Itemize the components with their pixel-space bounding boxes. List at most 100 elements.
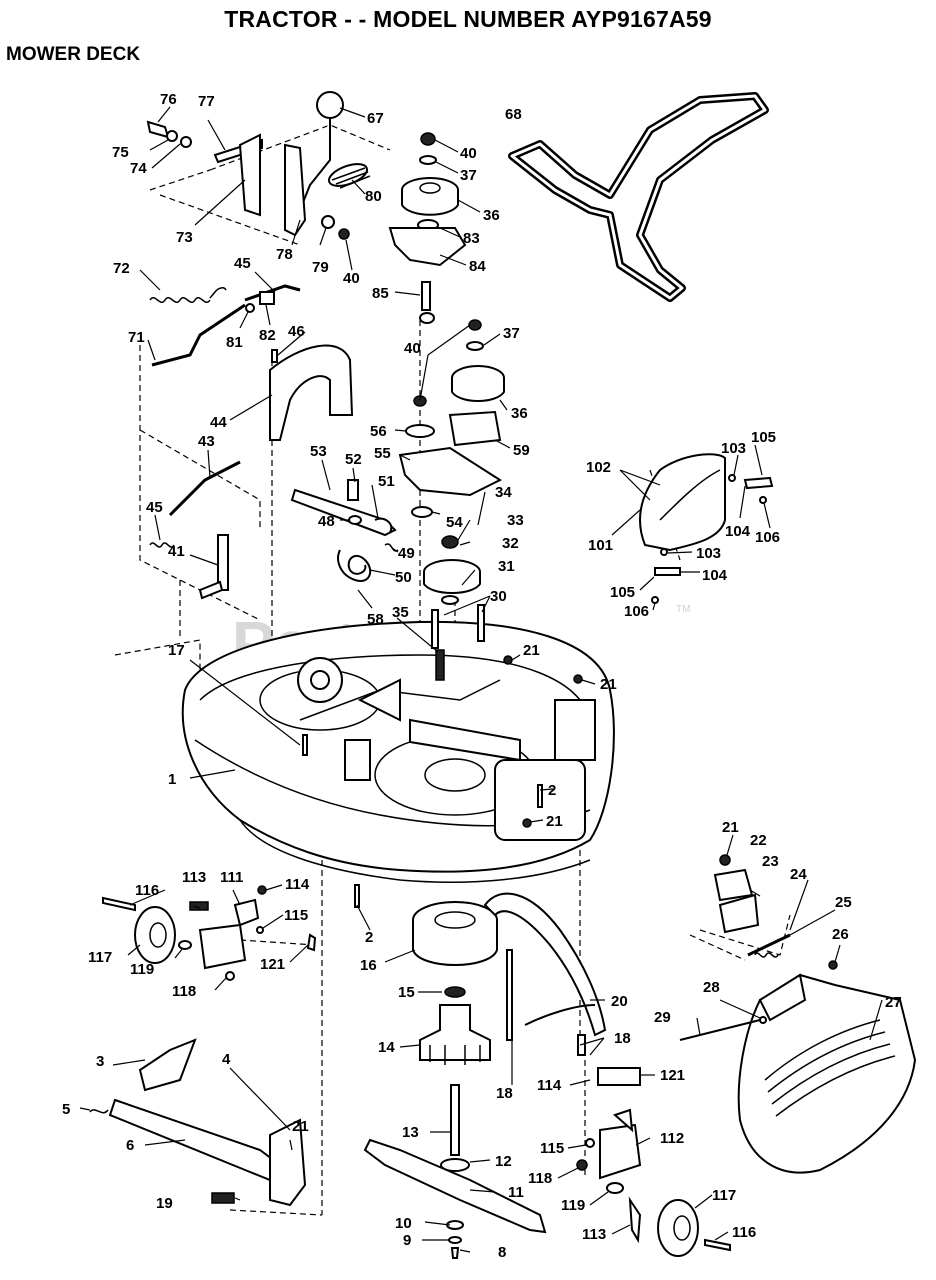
callout-16: 16	[360, 957, 377, 974]
callout-10: 10	[395, 1215, 412, 1232]
callout-32: 32	[502, 535, 519, 552]
callout-53: 53	[310, 443, 327, 460]
callout-27: 27	[885, 994, 902, 1011]
callout-84: 84	[469, 258, 486, 275]
callout-48: 48	[318, 513, 335, 530]
callout-121: 121	[660, 1067, 685, 1084]
callout-44: 44	[210, 414, 227, 431]
callout-72: 72	[113, 260, 130, 277]
callout-30: 30	[490, 588, 507, 605]
callout-102: 102	[586, 459, 611, 476]
belt-shroud	[269, 344, 354, 441]
callout-24: 24	[790, 866, 807, 883]
callout-106: 106	[755, 529, 780, 546]
mid-idler-pulley-assembly	[398, 319, 505, 518]
discharge-chute	[679, 973, 917, 1174]
callout-21: 21	[722, 819, 739, 836]
callout-118: 118	[172, 983, 196, 1000]
callout-104: 104	[725, 523, 751, 540]
callout-105: 105	[610, 584, 635, 601]
deck-drive-pulley-assembly	[423, 535, 485, 681]
callout-26: 26	[832, 926, 849, 943]
callout-121: 121	[260, 956, 285, 973]
callout-58: 58	[367, 611, 384, 628]
callout-37: 37	[503, 325, 520, 342]
callout-45: 45	[146, 499, 163, 516]
mower-deck-housing	[181, 620, 615, 883]
callout-56: 56	[370, 423, 387, 440]
callout-101: 101	[588, 537, 613, 554]
callout-76: 76	[160, 91, 177, 108]
callout-80: 80	[365, 188, 382, 205]
callout-33: 33	[507, 512, 524, 529]
callout-74: 74	[130, 160, 147, 177]
callout-51: 51	[378, 473, 395, 490]
callout-78: 78	[276, 246, 293, 263]
front-hanger-bracket-assembly	[89, 1038, 307, 1207]
deck-drive-belt	[508, 92, 769, 302]
callout-81: 81	[226, 334, 243, 351]
callout-11: 11	[508, 1184, 524, 1201]
spindle-and-blade-assembly	[363, 901, 547, 1259]
callout-40: 40	[460, 145, 477, 162]
rear-deck-bracket-assembly	[713, 854, 838, 970]
callout-77: 77	[198, 93, 215, 110]
callout-104: 104	[702, 567, 728, 584]
callout-52: 52	[345, 451, 362, 468]
callout-45: 45	[234, 255, 251, 272]
callout-50: 50	[395, 569, 412, 586]
callout-115: 115	[540, 1140, 564, 1157]
callout-9: 9	[403, 1232, 411, 1249]
callout-29: 29	[654, 1009, 671, 1026]
callout-83: 83	[463, 230, 480, 247]
callout-36: 36	[511, 405, 528, 422]
callout-112: 112	[660, 1130, 684, 1147]
callout-21: 21	[523, 642, 540, 659]
lift-rod-assembly	[151, 284, 301, 367]
callout-54: 54	[446, 514, 463, 531]
callout-35: 35	[392, 604, 409, 621]
callout-36: 36	[483, 207, 500, 224]
callout-49: 49	[398, 545, 415, 562]
callout-23: 23	[762, 853, 779, 870]
left-gauge-wheel-assembly	[102, 885, 317, 981]
callout-8: 8	[498, 1244, 506, 1261]
callout-119: 119	[561, 1197, 585, 1214]
callout-75: 75	[112, 144, 129, 161]
callout-19: 19	[156, 1195, 173, 1212]
callout-85: 85	[372, 285, 389, 302]
callout-13: 13	[402, 1124, 419, 1141]
callout-103: 103	[696, 545, 721, 562]
callout-1: 1	[168, 771, 176, 788]
callout-leader-lines	[79, 106, 883, 1253]
callout-103: 103	[721, 440, 746, 457]
callout-113: 113	[182, 869, 206, 886]
callout-41: 41	[168, 543, 185, 560]
section-subtitle: MOWER DECK	[6, 44, 141, 65]
callout-82: 82	[259, 327, 276, 344]
watermark-trademark: TM	[676, 604, 690, 615]
callout-17: 17	[168, 642, 185, 659]
callout-114: 114	[537, 1077, 562, 1094]
callout-55: 55	[374, 445, 391, 462]
callout-40: 40	[404, 340, 421, 357]
callout-115: 115	[284, 907, 308, 924]
callout-6: 6	[126, 1137, 134, 1154]
callout-106: 106	[624, 603, 649, 620]
callout-46: 46	[288, 323, 305, 340]
callout-20: 20	[611, 993, 628, 1010]
callout-22: 22	[750, 832, 767, 849]
tension-spring-72	[149, 287, 227, 303]
callout-21: 21	[600, 676, 617, 693]
callout-67: 67	[367, 110, 384, 127]
callout-111: 111	[220, 869, 243, 886]
belt-guard-cover	[639, 453, 774, 604]
callout-3: 3	[96, 1053, 104, 1070]
callout-68: 68	[505, 106, 522, 123]
callout-5: 5	[62, 1101, 70, 1118]
callout-37: 37	[460, 167, 477, 184]
callout-14: 14	[378, 1039, 395, 1056]
callout-43: 43	[198, 433, 215, 450]
right-gauge-wheel-assembly	[576, 1067, 731, 1257]
callout-73: 73	[176, 229, 193, 246]
